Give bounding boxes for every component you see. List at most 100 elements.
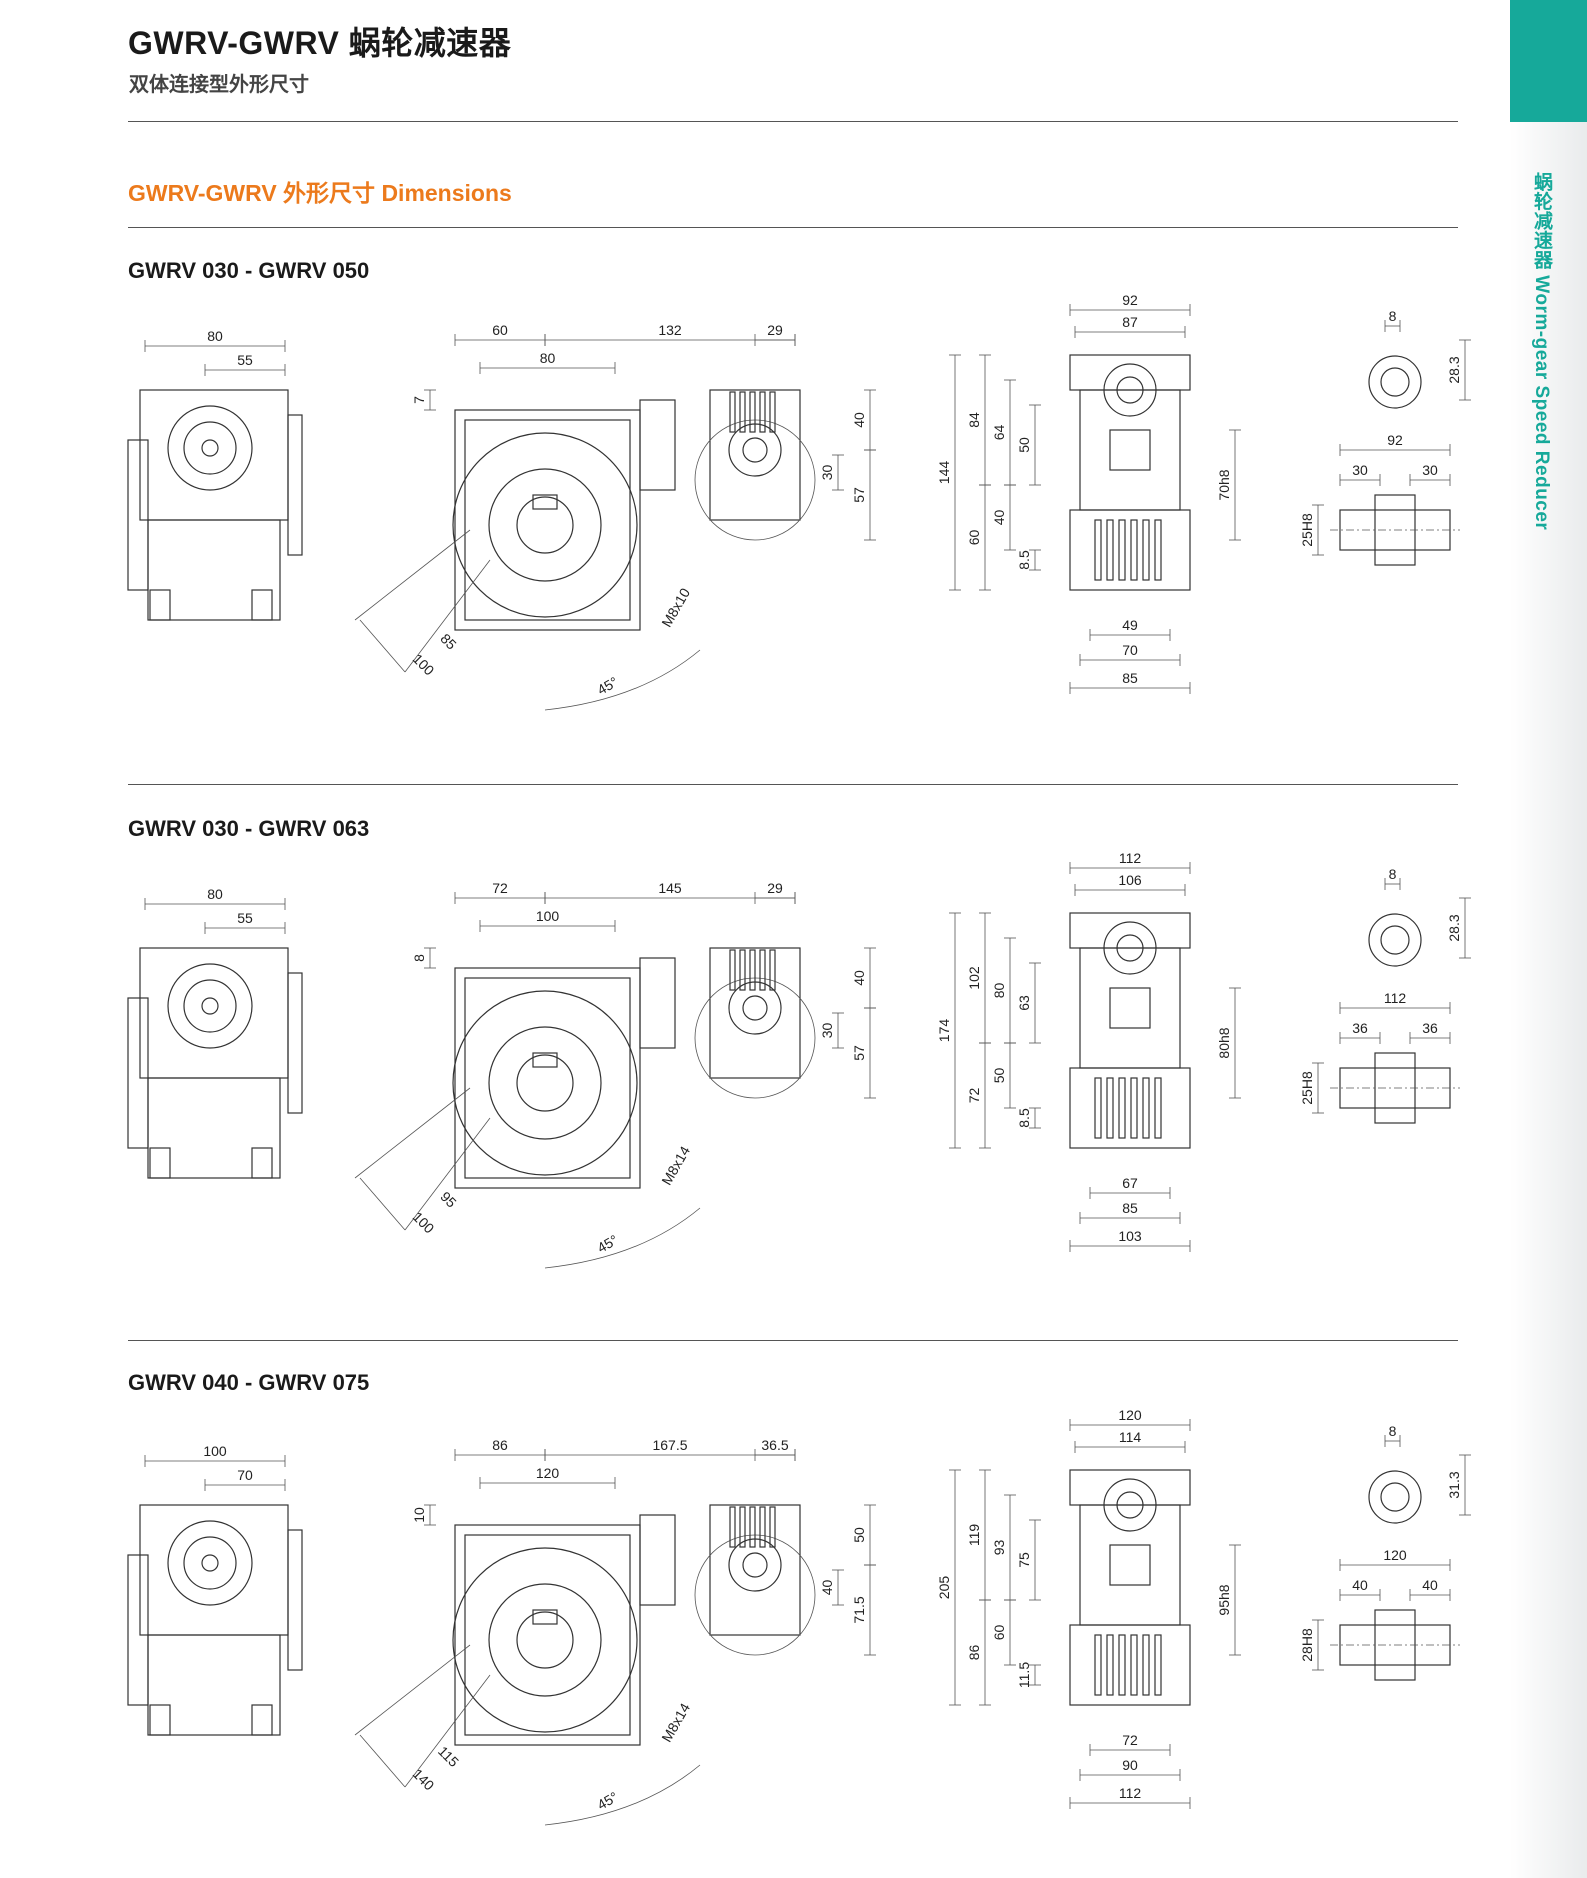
dimension-label: 40 <box>1352 1577 1368 1593</box>
drawing-outline <box>749 1506 756 1548</box>
drawing-circle <box>1380 367 1410 397</box>
dimension-label: 55 <box>237 910 253 926</box>
dimension-label: M8x14 <box>658 1143 693 1188</box>
drawing-outline <box>1094 1077 1102 1139</box>
dimension-label: 55 <box>237 352 253 368</box>
drawing-outline <box>464 1534 631 1736</box>
sidebar-background <box>1510 0 1587 1878</box>
dimension-label: 120 <box>1383 1547 1407 1563</box>
drawing-circle <box>1116 1491 1144 1519</box>
dimension-label: 36 <box>1352 1020 1368 1036</box>
drawing-outline <box>251 589 273 621</box>
drawing-circle <box>183 979 237 1033</box>
shaft-section <box>1368 913 1422 967</box>
keyway <box>532 494 558 510</box>
drawing-outline <box>464 419 631 621</box>
dimension-label: 50 <box>991 1068 1007 1084</box>
end-view-top-flange <box>1069 354 1191 391</box>
drawing-outline <box>739 1506 746 1548</box>
dimension-label: 87 <box>1122 314 1138 330</box>
dimension-label: 95h8 <box>1216 1584 1232 1615</box>
dimension-label: 106 <box>1118 872 1142 888</box>
dimension-label: 85 <box>437 630 459 652</box>
drawing-outline <box>251 1704 273 1736</box>
drawing-outline <box>739 949 746 991</box>
drawing-outline <box>1109 987 1151 1029</box>
dimension-label: 120 <box>536 1465 560 1481</box>
page-title: GWRV-GWRV 蜗轮减速器 <box>128 25 512 61</box>
side-view-flange <box>127 1554 149 1706</box>
dimension-label: 8 <box>1389 308 1397 324</box>
dimension-label: 102 <box>966 966 982 990</box>
drawing-circle <box>1380 925 1410 955</box>
dimension-label: 112 <box>1119 1785 1142 1801</box>
dimension-line <box>359 619 406 673</box>
dimension-label: 8.5 <box>1016 1108 1032 1128</box>
dimension-label: 25H8 <box>1299 1071 1315 1105</box>
drawing-outline <box>149 1147 171 1179</box>
dimension-label: 29 <box>767 880 783 896</box>
dimension-label: 11.5 <box>1016 1662 1032 1688</box>
front-view-gear-housing <box>452 1547 638 1733</box>
drawing-outline <box>729 1506 736 1548</box>
drawing-outline <box>1154 519 1162 581</box>
dimension-label: 8.5 <box>1016 550 1032 570</box>
dimension-label: 132 <box>658 322 682 338</box>
dimension-label: 28.3 <box>1446 914 1462 941</box>
dimension-label: 115 <box>435 1743 462 1770</box>
drawing-outline <box>149 589 171 621</box>
drawing-circle <box>488 1583 602 1697</box>
dimension-line <box>354 1644 471 1736</box>
dimension-label: 140 <box>410 1766 438 1794</box>
end-view-feet <box>1069 1067 1191 1149</box>
drawing-outline <box>769 391 776 433</box>
drawing-outline <box>1106 1634 1114 1696</box>
model-divider-2 <box>128 1340 1458 1341</box>
side-view-flange <box>127 439 149 591</box>
drawing-outline <box>1130 519 1138 581</box>
shaft-section <box>1368 355 1422 409</box>
end-view-feet <box>1069 509 1191 591</box>
angle-arc <box>544 1207 701 1269</box>
drawing-outline <box>769 1506 776 1548</box>
connecting-flange <box>639 399 676 491</box>
page-subtitle: 双体连接型外形尺寸 <box>129 74 309 96</box>
dimension-label: 80 <box>991 983 1007 999</box>
header-divider <box>128 121 1458 122</box>
input-stage <box>709 389 801 521</box>
drawing-circle <box>742 437 768 463</box>
model-heading-1: GWRV 030 - GWRV 050 <box>128 258 370 283</box>
drawing-outline <box>739 391 746 433</box>
dimension-label: 60 <box>991 1625 1007 1641</box>
dimension-label: 30 <box>1422 462 1438 478</box>
dimension-label: 45° <box>594 673 620 697</box>
dimension-line <box>359 1734 406 1788</box>
drawing-circle <box>1103 363 1157 417</box>
side-view-flange <box>287 1529 303 1671</box>
dimension-label: 29 <box>767 322 783 338</box>
drawing-outline <box>1109 429 1151 471</box>
dimension-label: 71.5 <box>851 1596 867 1623</box>
dimension-label: 40 <box>819 1580 835 1596</box>
drawing-circle <box>1103 1478 1157 1532</box>
dimension-label: 49 <box>1122 617 1138 633</box>
dimension-label: 10 <box>411 1507 427 1523</box>
drawing-outline <box>1118 1634 1126 1696</box>
drawing-outline <box>759 949 766 991</box>
dimension-label: 174 <box>936 1019 952 1043</box>
angle-arc <box>544 649 701 711</box>
dimension-line <box>404 559 491 673</box>
dimension-label: 90 <box>1122 1757 1138 1773</box>
drawing-outline <box>729 391 736 433</box>
keyway <box>532 1609 558 1625</box>
drawing-outline <box>729 949 736 991</box>
dimension-label: 100 <box>410 651 438 679</box>
dimension-label: 80 <box>207 328 223 344</box>
dimension-label: 67 <box>1122 1175 1138 1191</box>
drawing-outline <box>1154 1077 1162 1139</box>
dimension-label: 205 <box>936 1576 952 1600</box>
input-stage <box>709 947 801 1079</box>
